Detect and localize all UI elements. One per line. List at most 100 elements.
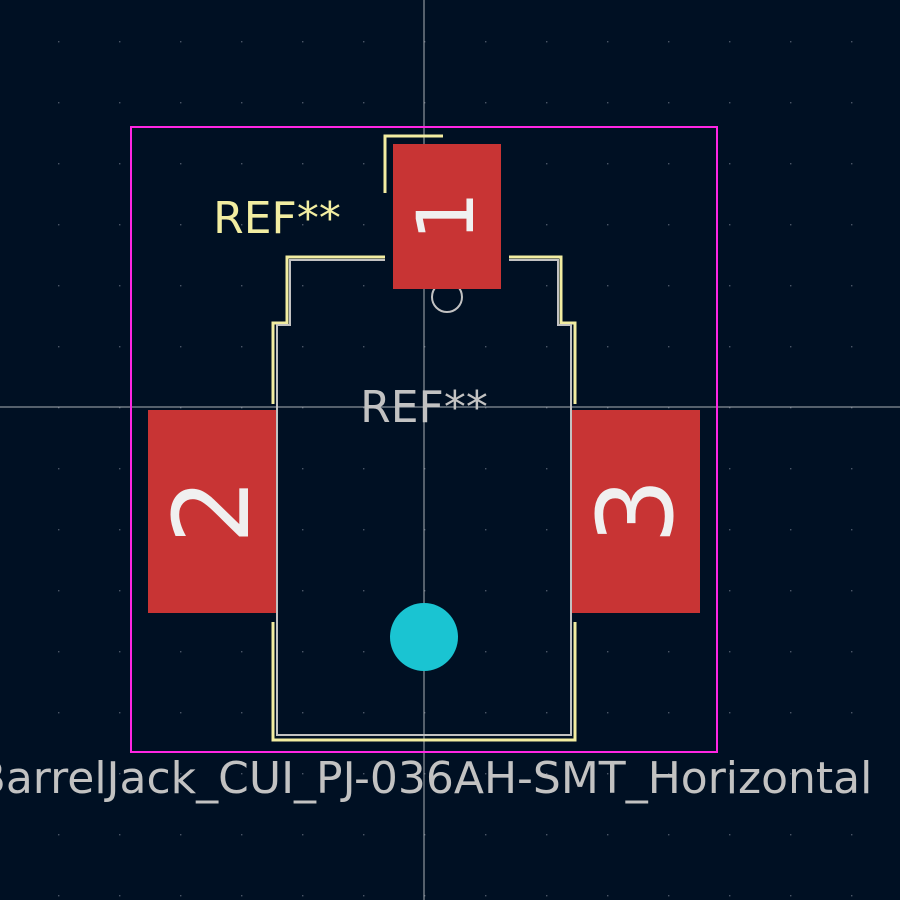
grid-dot — [668, 895, 670, 897]
grid-dot — [485, 102, 487, 104]
silkscreen-pin1-marker — [383, 134, 443, 193]
grid-dot — [485, 651, 487, 653]
grid-dot — [58, 407, 60, 409]
silkscreen-bottom — [271, 622, 577, 742]
grid-dot — [119, 712, 121, 714]
pad-1-number: 1 — [402, 191, 492, 241]
silkscreen-top-right — [509, 255, 577, 404]
silkscreen-reference-label[interactable]: REF** — [213, 193, 341, 244]
grid-dot — [485, 712, 487, 714]
grid-dot — [424, 834, 426, 836]
grid-dot — [363, 590, 365, 592]
fab-reference-label[interactable]: REF** — [360, 382, 488, 433]
grid-dot — [546, 346, 548, 348]
grid-dot — [119, 163, 121, 165]
pad-1[interactable]: 1 — [393, 144, 501, 289]
grid-dot — [302, 102, 304, 104]
grid-dot — [729, 102, 731, 104]
grid-dot — [241, 41, 243, 43]
grid-dot — [302, 41, 304, 43]
grid-dot — [241, 407, 243, 409]
grid-dot — [607, 651, 609, 653]
mounting-hole[interactable] — [390, 603, 458, 671]
pad-2-copper[interactable] — [148, 410, 276, 613]
grid-dot — [119, 102, 121, 104]
grid-dot — [58, 41, 60, 43]
grid-dot — [241, 163, 243, 165]
grid-dot — [58, 346, 60, 348]
grid-dot — [546, 102, 548, 104]
grid-dot — [241, 346, 243, 348]
grid-dot — [241, 224, 243, 226]
grid-dot — [790, 346, 792, 348]
grid-dot — [302, 773, 304, 775]
grid-dot — [302, 163, 304, 165]
grid-dot — [546, 224, 548, 226]
grid-dot — [302, 895, 304, 897]
grid-dot — [363, 285, 365, 287]
grid-dot — [58, 834, 60, 836]
grid-dot — [729, 651, 731, 653]
grid-dot — [607, 224, 609, 226]
grid-dot — [851, 346, 853, 348]
grid-dot — [302, 346, 304, 348]
pad-1-copper[interactable] — [393, 144, 501, 289]
grid-dot — [851, 773, 853, 775]
grid-dot — [668, 712, 670, 714]
grid-dot — [424, 590, 426, 592]
grid-dot — [851, 651, 853, 653]
grid-dot — [607, 834, 609, 836]
grid-dot — [729, 529, 731, 531]
grid-dot — [485, 773, 487, 775]
pad-3[interactable]: 3 — [572, 410, 700, 613]
grid-dot — [607, 773, 609, 775]
grid-dot — [485, 468, 487, 470]
grid-dot — [607, 895, 609, 897]
grid-dot — [180, 102, 182, 104]
grid-dot — [668, 102, 670, 104]
grid-dot — [180, 285, 182, 287]
grid-dot — [485, 895, 487, 897]
grid-dot — [58, 895, 60, 897]
grid-dot — [790, 590, 792, 592]
grid-dot — [729, 285, 731, 287]
grid-dot — [180, 224, 182, 226]
grid-dot — [790, 529, 792, 531]
grid-dot — [607, 346, 609, 348]
grid-dot — [790, 712, 792, 714]
grid-dot — [180, 773, 182, 775]
footprint-value-label[interactable]: BarrelJack_CUI_PJ-036AH-SMT_Horizontal — [0, 753, 872, 804]
grid-dot — [424, 41, 426, 43]
pad-2[interactable]: 2 — [148, 410, 276, 613]
grid-dot — [58, 163, 60, 165]
grid-dot — [790, 41, 792, 43]
grid-dot — [241, 834, 243, 836]
grid-dot — [302, 712, 304, 714]
grid-dot — [790, 285, 792, 287]
grid-dot — [607, 163, 609, 165]
grid-dot — [546, 41, 548, 43]
grid-dot — [119, 407, 121, 409]
grid-dot — [119, 529, 121, 531]
grid-dot — [851, 712, 853, 714]
grid-dot — [58, 773, 60, 775]
grid-dot — [363, 834, 365, 836]
courtyard-outline — [130, 126, 718, 753]
grid-dot — [241, 773, 243, 775]
grid-dot — [851, 468, 853, 470]
grid-dot — [851, 102, 853, 104]
grid-dot — [363, 773, 365, 775]
pad-3-copper[interactable] — [572, 410, 700, 613]
grid-dot — [546, 590, 548, 592]
grid-dot — [58, 651, 60, 653]
grid-dot — [119, 224, 121, 226]
grid-dot — [851, 41, 853, 43]
grid-dot — [302, 529, 304, 531]
grid-dot — [363, 163, 365, 165]
grid-dot — [729, 895, 731, 897]
grid-dot — [363, 346, 365, 348]
grid-dot — [546, 834, 548, 836]
grid-dot — [119, 468, 121, 470]
